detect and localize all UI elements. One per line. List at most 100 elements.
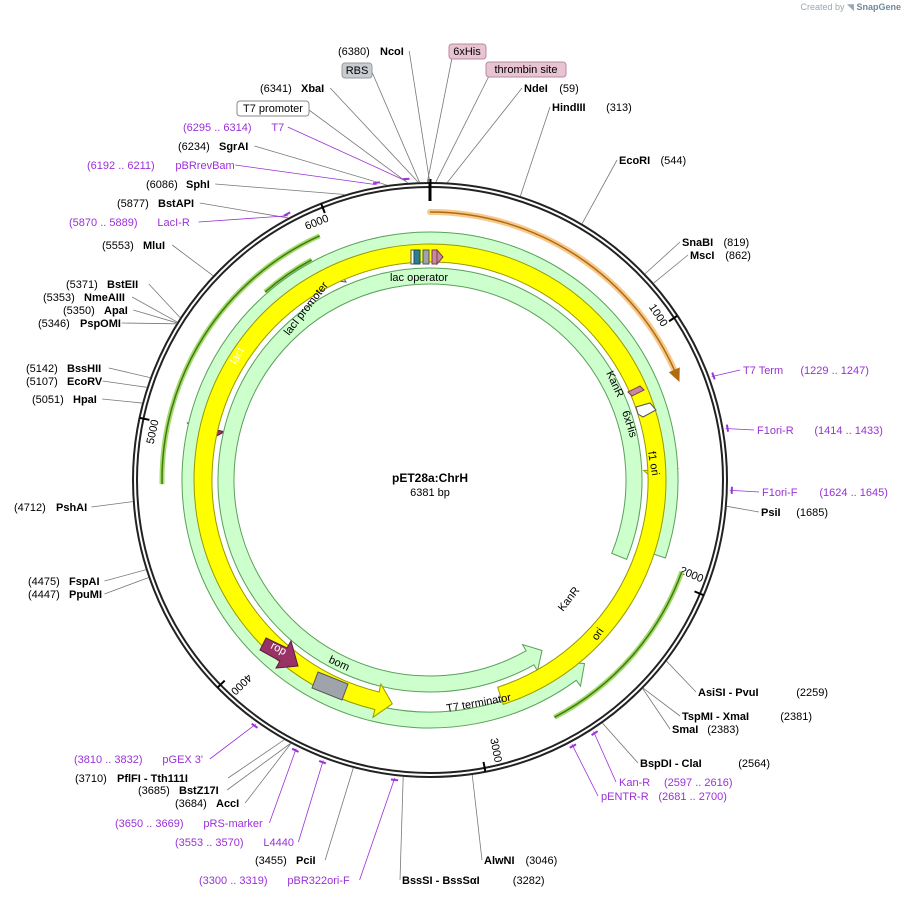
enzyme-leader (226, 743, 291, 791)
tick-mark (216, 679, 226, 689)
kan-r-name: Kan-R (619, 777, 650, 789)
acci-name: AccI (216, 798, 239, 810)
tick-label: 5000 (145, 419, 162, 445)
enzyme-leader (642, 687, 681, 717)
pentr-r-range: (2681 .. 2700) (658, 791, 727, 803)
primer-leader (298, 760, 324, 843)
xbai-name: XbaI (301, 83, 324, 95)
tick-mark (668, 314, 678, 323)
6xhis-c-mini (627, 385, 645, 397)
psii-name: PsiI (761, 507, 781, 519)
primer-leader (359, 777, 396, 881)
fspai-name: FspAI (69, 576, 100, 588)
ncoi-position: (6380) (338, 46, 370, 58)
enzyme-leader (254, 145, 388, 186)
bom-box[interactable] (311, 671, 349, 701)
tick-mark (320, 203, 326, 214)
t7-promoter-box[interactable]: T7 promoter (236, 100, 310, 117)
enzyme-leader (133, 309, 177, 324)
bsssi-name: BssSI - BssSαI (402, 875, 480, 887)
hindiii-name: HindIII (552, 102, 586, 114)
orf-arrowhead (668, 367, 680, 382)
thrombin-site-box[interactable]: thrombin site (485, 61, 567, 78)
primer-leader (729, 489, 760, 493)
primer-bar (390, 778, 399, 782)
bspdi-name: BspDI - ClaI (640, 758, 702, 770)
enzyme-leader (471, 774, 483, 861)
l4440-name: L4440 (263, 837, 294, 849)
enzyme-leader (148, 283, 181, 318)
smai-position: (2383) (707, 724, 739, 736)
enzyme-leader (726, 505, 760, 513)
apai-position: (5350) (63, 305, 95, 317)
tspmi-position: (2381) (780, 711, 812, 723)
bstz17i-position: (3685) (138, 785, 170, 797)
enzyme-leader (102, 380, 147, 388)
apai-name: ApaI (104, 305, 128, 317)
snabi-position: (819) (724, 237, 750, 249)
sgrai-position: (6234) (178, 141, 210, 153)
mlui-position: (5553) (102, 240, 134, 252)
enzyme-leader (644, 241, 681, 275)
primer-bar (725, 424, 730, 432)
tick-mark (139, 416, 150, 421)
enzyme-leader (642, 688, 671, 730)
sgrai-name: SgrAI (219, 141, 248, 153)
rbs-box[interactable]: RBS (341, 62, 373, 79)
alwni-name: AlwNI (484, 855, 515, 867)
pbrrevbam-range: (6192 .. 6211) (87, 160, 155, 172)
ecorv-name: EcoRV (67, 376, 103, 388)
sphi-position: (6086) (146, 179, 178, 191)
primer-leader (711, 369, 741, 378)
f1ori-f-name: F1ori-F (762, 487, 798, 499)
kanr-outer-label: KanR (556, 585, 582, 614)
enzyme-leader (446, 87, 523, 183)
bsshii-name: BssHII (67, 363, 101, 375)
lac-operator-cluster[interactable] (410, 248, 444, 266)
thrombin-mini (436, 248, 444, 266)
asisi-name: AsiSI - PvuI (698, 687, 759, 699)
primer-leader (198, 215, 288, 223)
6xhis-box[interactable]: 6xHis (448, 43, 487, 60)
enzyme-leader (102, 398, 143, 404)
pgex3-name: pGEX 3' (162, 754, 203, 766)
ncoi-name: NcoI (380, 46, 404, 58)
thrombin-site-label: thrombin site (495, 64, 558, 76)
rbs-label: RBS (346, 65, 369, 77)
green-arc-right-core (554, 571, 683, 719)
enzyme-leader (244, 743, 292, 804)
tick-label: 3000 (487, 737, 503, 763)
orf-arc-core (429, 211, 678, 375)
pcii-name: PciI (296, 855, 316, 867)
rop-arrow[interactable] (259, 637, 299, 669)
pcii-position: (3455) (255, 855, 287, 867)
enzyme-leader (581, 159, 618, 224)
primer-bar (372, 181, 381, 185)
f1ori-f-range: (1624 .. 1645) (819, 487, 888, 499)
f1-ori-label: f1 ori (645, 450, 661, 476)
psii-position: (1685) (796, 507, 828, 519)
hpai-position: (5051) (32, 394, 64, 406)
sphi-name: SphI (186, 179, 210, 191)
l4440-range: (3553 .. 3570) (175, 837, 244, 849)
bspdi-position: (2564) (738, 758, 770, 770)
bsssi-position: (3282) (513, 875, 545, 887)
ori-arrow[interactable] (193, 243, 667, 719)
ecori-name: EcoRI (619, 155, 650, 167)
credit-prefix: Created by (800, 2, 845, 12)
pbrrevbam-name: pBRrevBam (175, 160, 234, 172)
enzyme-leader (329, 87, 419, 183)
6xhis-label: 6xHis (453, 46, 481, 58)
pbr322ori-f-name: pBR322ori-F (287, 875, 350, 887)
prs-marker-range: (3650 .. 3669) (115, 818, 184, 830)
prs-marker-name: pRS-marker (203, 818, 263, 830)
mlui-name: MluI (143, 240, 165, 252)
bstapi-position: (5877) (117, 198, 149, 210)
map-title: pET28a:ChrH (392, 471, 468, 485)
enzyme-leader (399, 776, 404, 881)
primer-bar (251, 722, 259, 729)
enzyme-leader (131, 296, 178, 323)
snapgene-logo-icon: ◥ (847, 2, 854, 12)
primer-leader (593, 731, 617, 783)
